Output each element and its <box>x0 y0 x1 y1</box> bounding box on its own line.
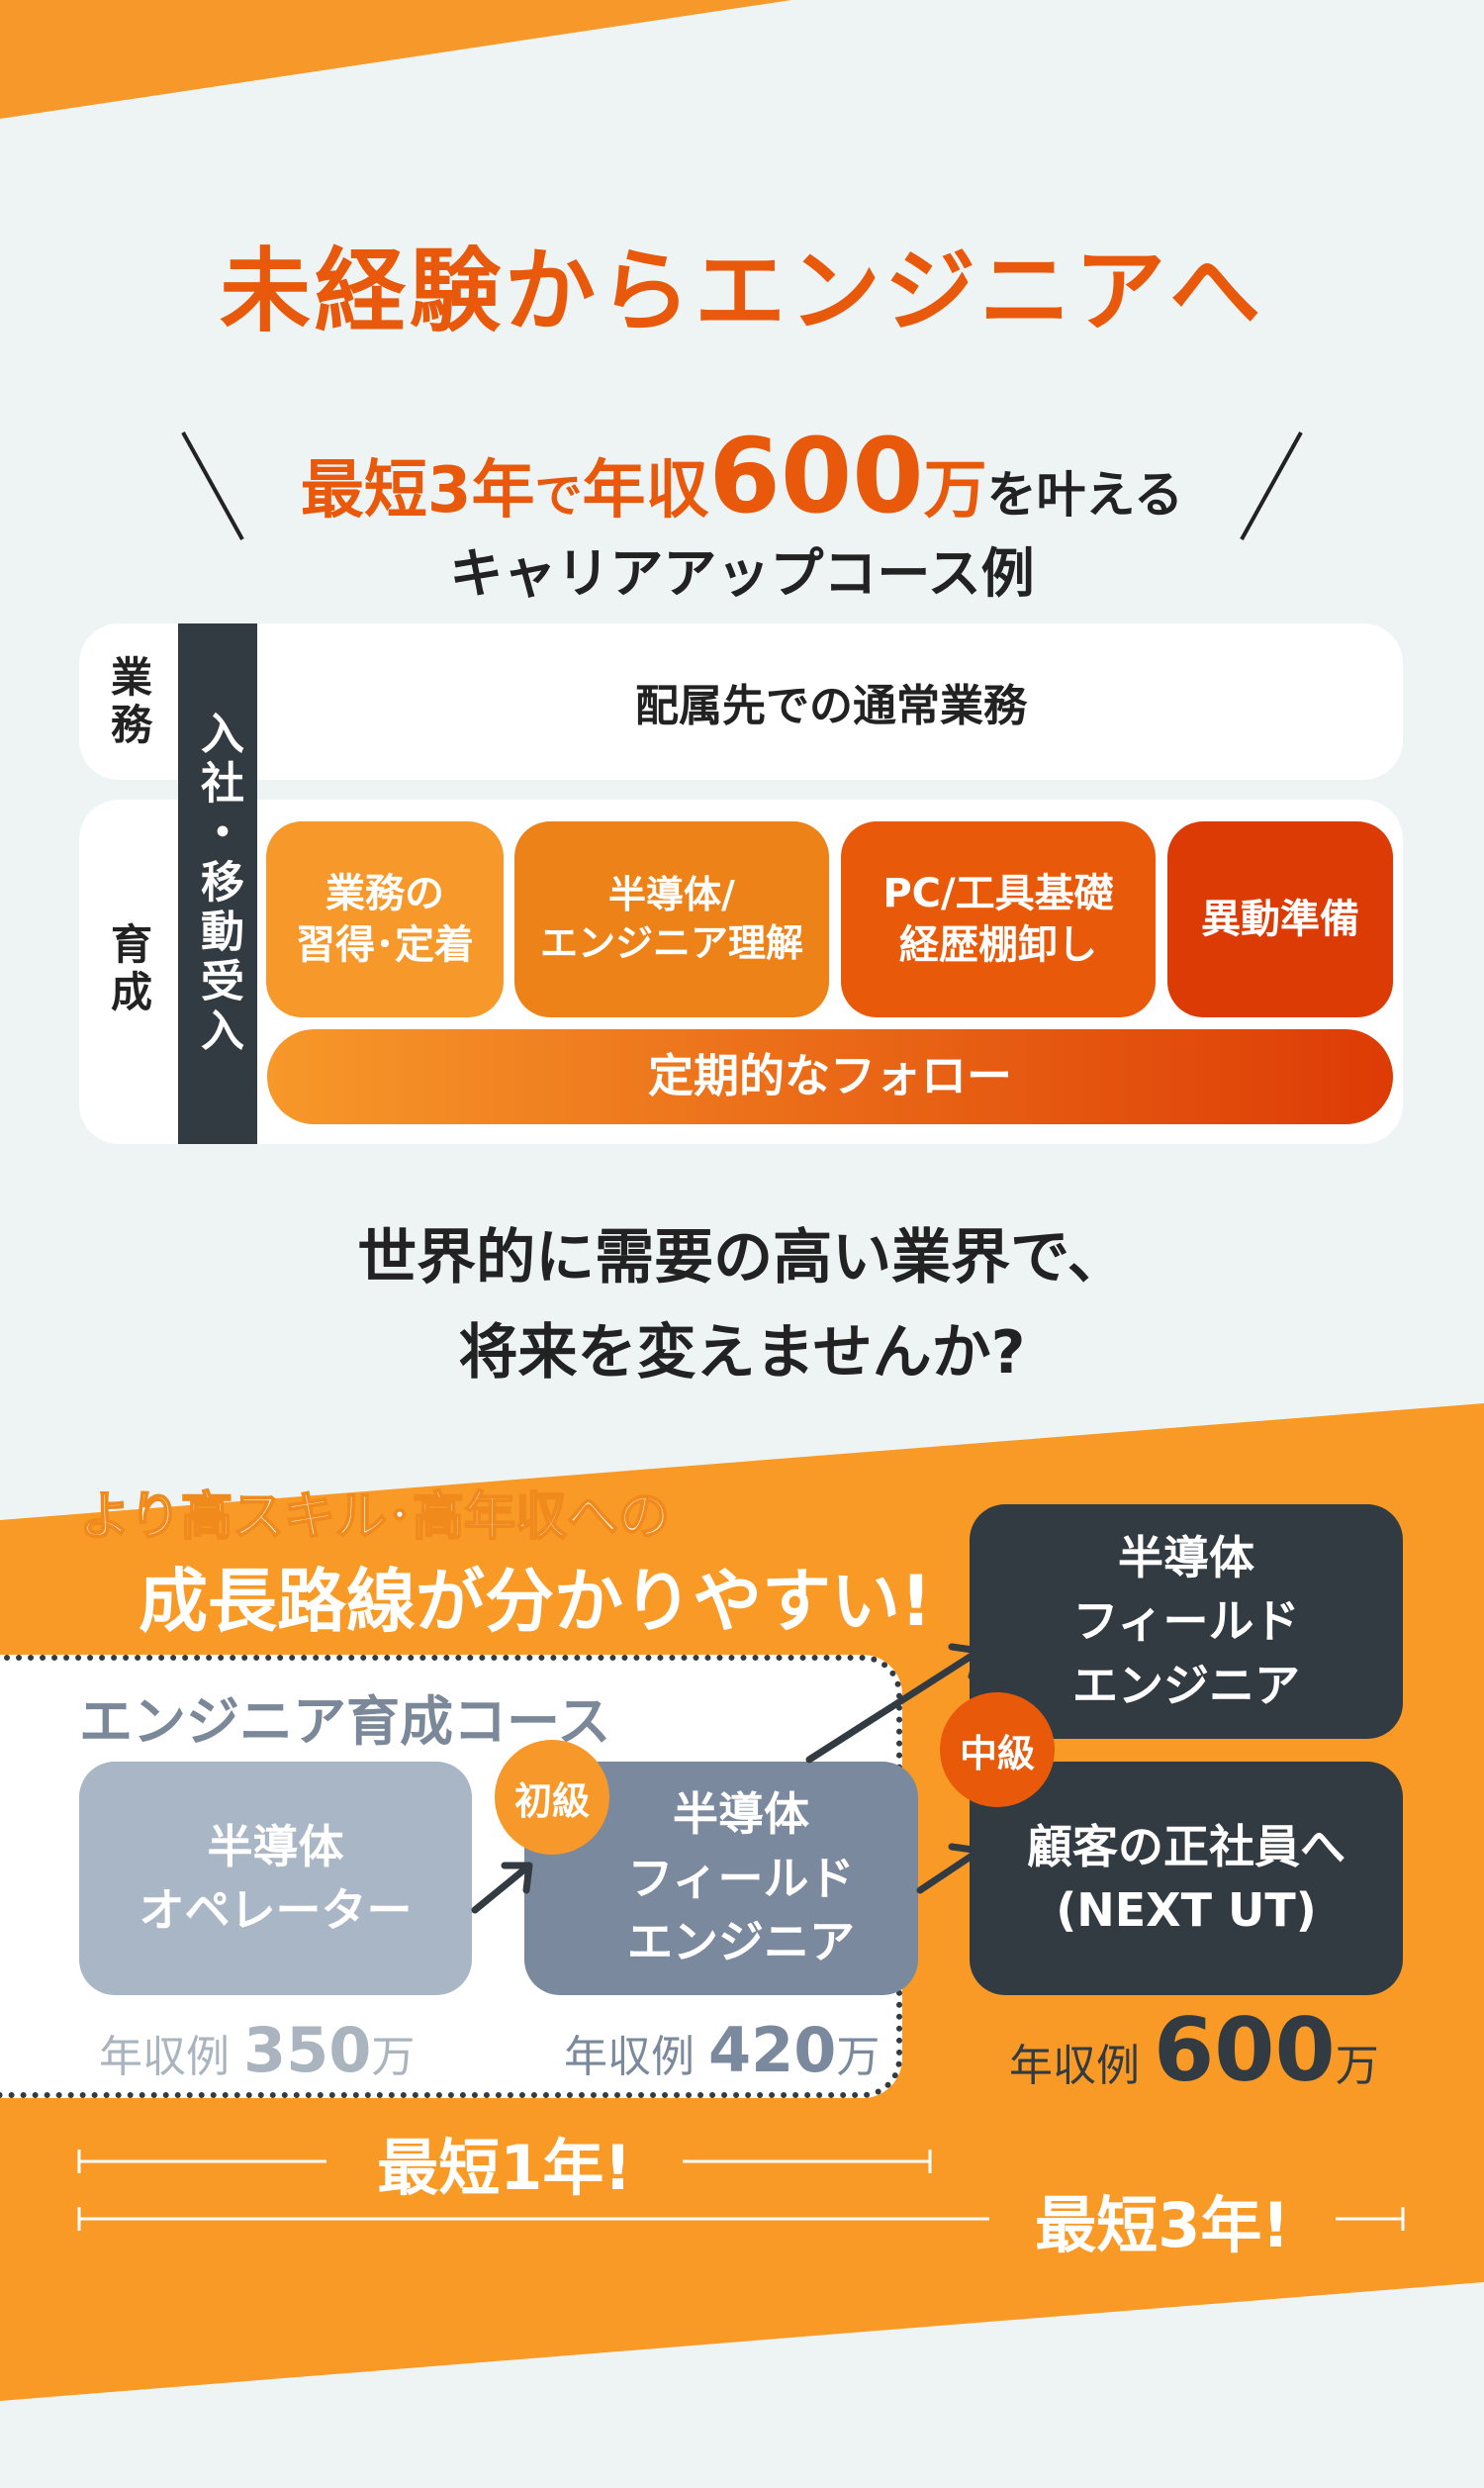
step-1: 業務の 習得･定着 <box>266 821 504 1017</box>
box-field-engineer-advanced: 半導体 フィールド エンジニア <box>970 1504 1403 1739</box>
question-line2: 将来を変えませんか? <box>458 1318 1026 1388</box>
slash-right <box>1240 431 1303 540</box>
salary-1: 年収例 350万 <box>99 2014 416 2086</box>
salary-3: 年収例 600万 <box>1009 1999 1379 2101</box>
work-content: 配属先での通常業務 <box>635 681 1027 731</box>
step-4: 異動準備 <box>1167 821 1393 1017</box>
timeline-1-label: 最短1年! <box>377 2132 632 2204</box>
work-row <box>79 623 1403 780</box>
step-3: PC/工具基礎 経歴棚卸し <box>841 821 1156 1017</box>
question-line1: 世界的に需要の高い業界で、 <box>357 1223 1127 1292</box>
tagline2: 成長路線が分かりやすい! <box>139 1561 932 1642</box>
slash-left <box>181 431 244 540</box>
box-operator: 半導体 オペレーター <box>79 1762 472 1995</box>
course-title: エンジニア育成コース <box>79 1690 611 1753</box>
box-client-employee: 顧客の正社員へ (NEXT UT) <box>970 1762 1403 1995</box>
step-2: 半導体/ エンジニア理解 <box>514 821 829 1017</box>
salary-2: 年収例 420万 <box>564 2014 881 2086</box>
work-label: 業務 <box>104 655 153 750</box>
page-title: 未経験からエンジニアへ <box>219 239 1264 344</box>
entry-bar: 入社・移動受入 <box>178 623 257 1144</box>
headline: 最短3年で年収600万を叶える <box>300 416 1184 536</box>
tagline1: より高スキル･高年収への <box>78 1486 671 1548</box>
top-orange-band <box>0 0 791 119</box>
headline-line2: キャリアアップコース例 <box>449 542 1035 605</box>
badge-beginner: 初級 <box>495 1740 609 1855</box>
badge-mid: 中級 <box>940 1692 1055 1807</box>
timeline-2-label: 最短3年! <box>1035 2189 1290 2261</box>
training-label: 育成 <box>104 922 153 1017</box>
follow-bar: 定期的なフォロー <box>267 1029 1393 1124</box>
